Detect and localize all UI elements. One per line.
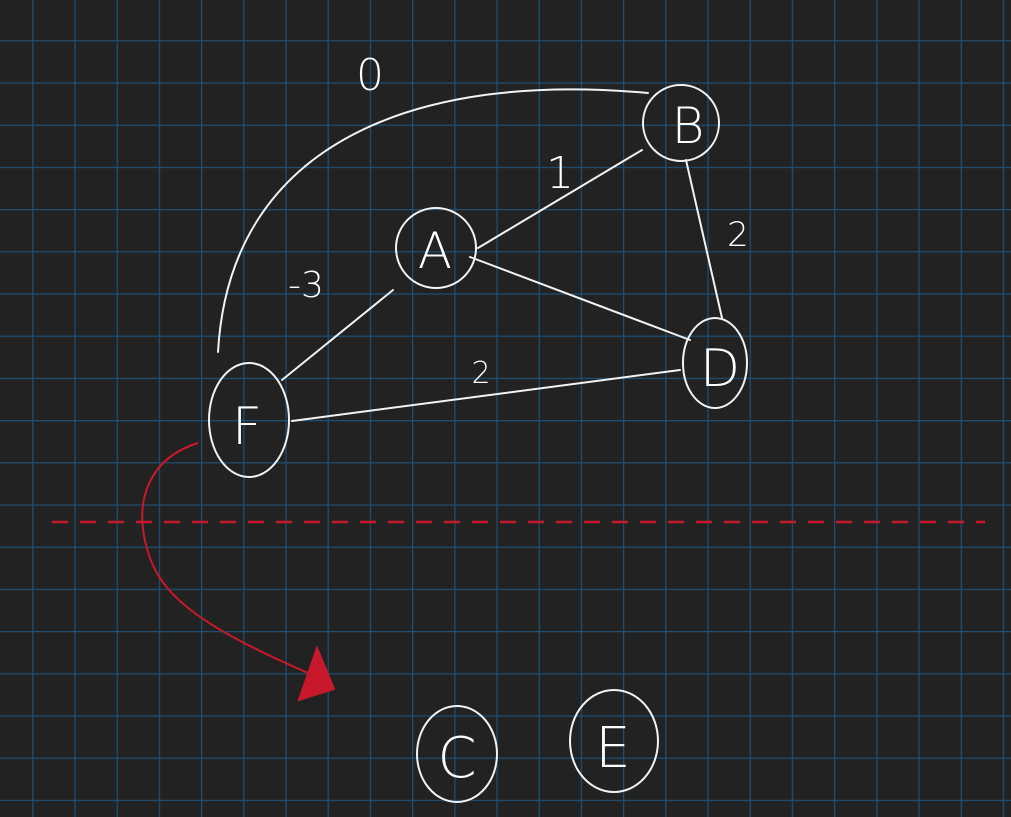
node-c-circle (416, 705, 498, 803)
node-e-circle (569, 689, 659, 793)
node-f-label: F (232, 397, 262, 457)
edge-f-a-weight: -3 (288, 265, 324, 306)
edge-f-a (281, 289, 394, 381)
move-arrowhead (297, 645, 336, 702)
move-arrow (141, 442, 309, 674)
edge-f-d (291, 369, 681, 422)
edge-b-d-weight: 2 (727, 215, 749, 255)
edge-f-b (217, 88, 649, 353)
node-b-label: B (672, 97, 705, 155)
node-d-label: D (700, 339, 740, 399)
edge-a-d (469, 256, 691, 341)
edge-f-b-weight: 0 (356, 50, 384, 101)
edge-a-b (477, 149, 643, 249)
node-d-circle (682, 317, 748, 409)
edge-f-d-weight: 2 (471, 356, 490, 391)
node-c-label: C (437, 726, 476, 791)
node-f-circle (208, 362, 290, 478)
node-a-circle (395, 207, 477, 289)
edge-b-d (685, 159, 723, 319)
node-a-label: A (418, 222, 452, 280)
node-b-circle (642, 84, 720, 162)
edge-a-b-weight: 1 (546, 148, 574, 199)
node-e-label: E (595, 716, 630, 781)
